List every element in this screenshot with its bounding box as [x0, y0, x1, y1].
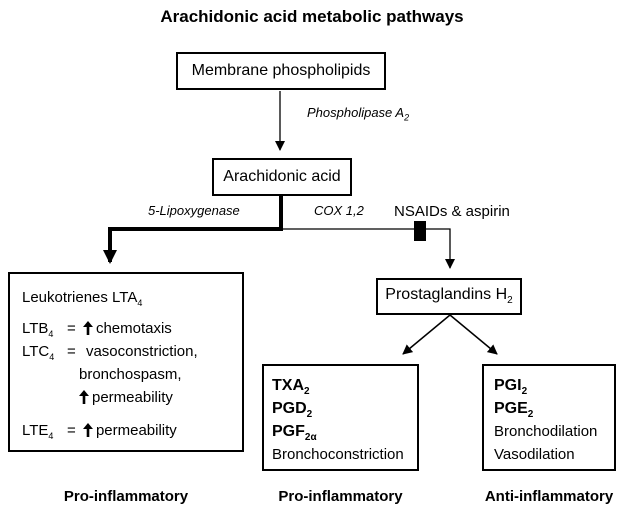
pgf2a-item: PGF2α: [272, 423, 317, 444]
nsaids-label: NSAIDs & aspirin: [394, 203, 510, 220]
inhibition-bar-icon: [414, 221, 426, 241]
prostaglandins-box: Prostaglandins H2: [376, 278, 522, 315]
bronchodilation-text: Bronchodilation: [494, 423, 598, 440]
pge2-item: PGE2: [494, 400, 534, 421]
arachidonic-label: Arachidonic acid: [223, 168, 341, 185]
ltc4-row: LTC4= vasoconstriction,: [22, 343, 198, 362]
leukotrienes-box: Leukotrienes LTA4 LTB4= chemotaxis LTC4=…: [8, 272, 244, 452]
pgd2-item: PGD2: [272, 400, 313, 421]
pro-inflammatory-prostanoids-box: TXA2 PGD2 PGF2α Bronchoconstriction: [262, 364, 419, 471]
membrane-phospholipids-box: Membrane phospholipids: [176, 52, 386, 90]
lipoxygenase-path: [103, 196, 283, 264]
leukotrienes-heading: Leukotrienes LTA4: [22, 289, 143, 308]
up-arrow-icon: [82, 321, 93, 335]
prostaglandins-label: Prostaglandins H2: [385, 286, 513, 307]
up-arrow-icon: [82, 423, 93, 437]
cox-path: [281, 228, 455, 269]
ltc4-row-3: permeability: [22, 386, 242, 409]
lte4-row: LTE4= permeability: [22, 422, 177, 441]
phospholipase-label: Phospholipase A2: [307, 105, 410, 123]
diagram-title: Arachidonic acid metabolic pathways: [160, 7, 464, 26]
bronchoconstriction-text: Bronchoconstriction: [272, 446, 404, 463]
footer-pro-prostanoids: Pro-inflammatory: [278, 488, 403, 505]
up-arrow-icon: [79, 390, 89, 404]
vasodilation-text: Vasodilation: [494, 446, 575, 463]
footer-leukotrienes: Pro-inflammatory: [63, 488, 189, 505]
arrow-to-pro-box: [402, 314, 451, 355]
arachidonic-acid-box: Arachidonic acid: [212, 158, 352, 196]
anti-inflammatory-prostanoids-box: PGI2 PGE2 Bronchodilation Vasodilation: [482, 364, 616, 471]
ltc4-row-2: bronchospasm,: [79, 366, 182, 383]
footer-anti-prostanoids: Anti-inflammatory: [484, 488, 614, 505]
pgi2-item: PGI2: [494, 377, 528, 398]
cox-label: COX 1,2: [314, 203, 364, 218]
lipoxygenase-label: 5-Lipoxygenase: [148, 203, 240, 218]
ltb4-row: LTB4= chemotaxis: [22, 320, 172, 339]
membrane-label: Membrane phospholipids: [191, 62, 371, 79]
arrow-to-anti-box: [449, 314, 498, 355]
txa2-item: TXA2: [272, 377, 310, 398]
